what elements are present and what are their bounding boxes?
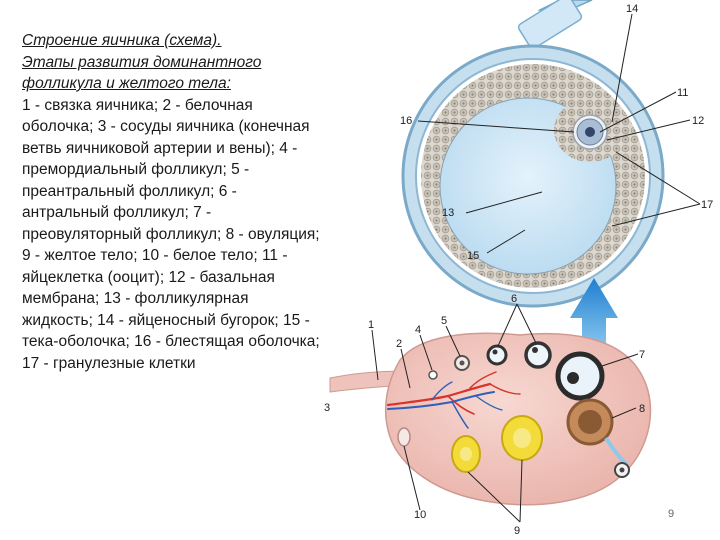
oocyte-nucleus [585,127,595,137]
magnifier-handle [517,0,593,50]
primordial-follicle [428,370,438,380]
label-3: 3 [324,402,330,414]
legend-text: Строение яичника (схема). Этапы развития… [22,30,322,374]
label-2: 2 [396,338,402,350]
label-13: 13 [442,207,454,219]
antral-follicle-large [524,341,552,369]
title-line-2: Этапы развития доминантного [22,53,262,71]
label-14: 14 [626,3,638,15]
label-16: 16 [400,115,412,127]
label-10: 10 [414,509,426,521]
corpus-luteum-small-center [460,447,472,461]
corpus-albicans [397,427,411,447]
antral-follicle-small-oocyte [492,349,498,355]
label-5: 5 [441,315,447,327]
ovulation-follicle [566,398,630,478]
label-4: 4 [415,324,421,336]
label-9: 9 [514,525,520,537]
label-12: 12 [692,115,704,127]
label-1: 1 [368,319,374,331]
legend-description: 1 - связка яичника; 2 - белочная оболочк… [22,96,320,372]
preovulatory-follicle-oocyte [567,372,579,384]
title-line-1: Строение яичника (схема). [22,32,222,49]
label-17: 17 [701,199,713,211]
preantral-follicle-oocyte [459,360,465,366]
label-6: 6 [511,293,517,305]
corpus-luteum-large-center [513,428,531,448]
leader-lines [371,13,701,523]
preovulatory-follicle [555,351,605,401]
antral-follicle-large-oocyte [532,347,538,353]
transition-arrow [570,278,618,350]
label-8: 8 [639,403,645,415]
page-number: 9 [668,508,675,520]
title-line-3: фолликула и желтого тела: [22,75,231,92]
ovarian-vessels [386,371,521,429]
label-15: 15 [467,250,479,262]
label-7: 7 [639,349,645,361]
antral-follicle-small [486,344,508,366]
label-11: 11 [677,87,688,99]
